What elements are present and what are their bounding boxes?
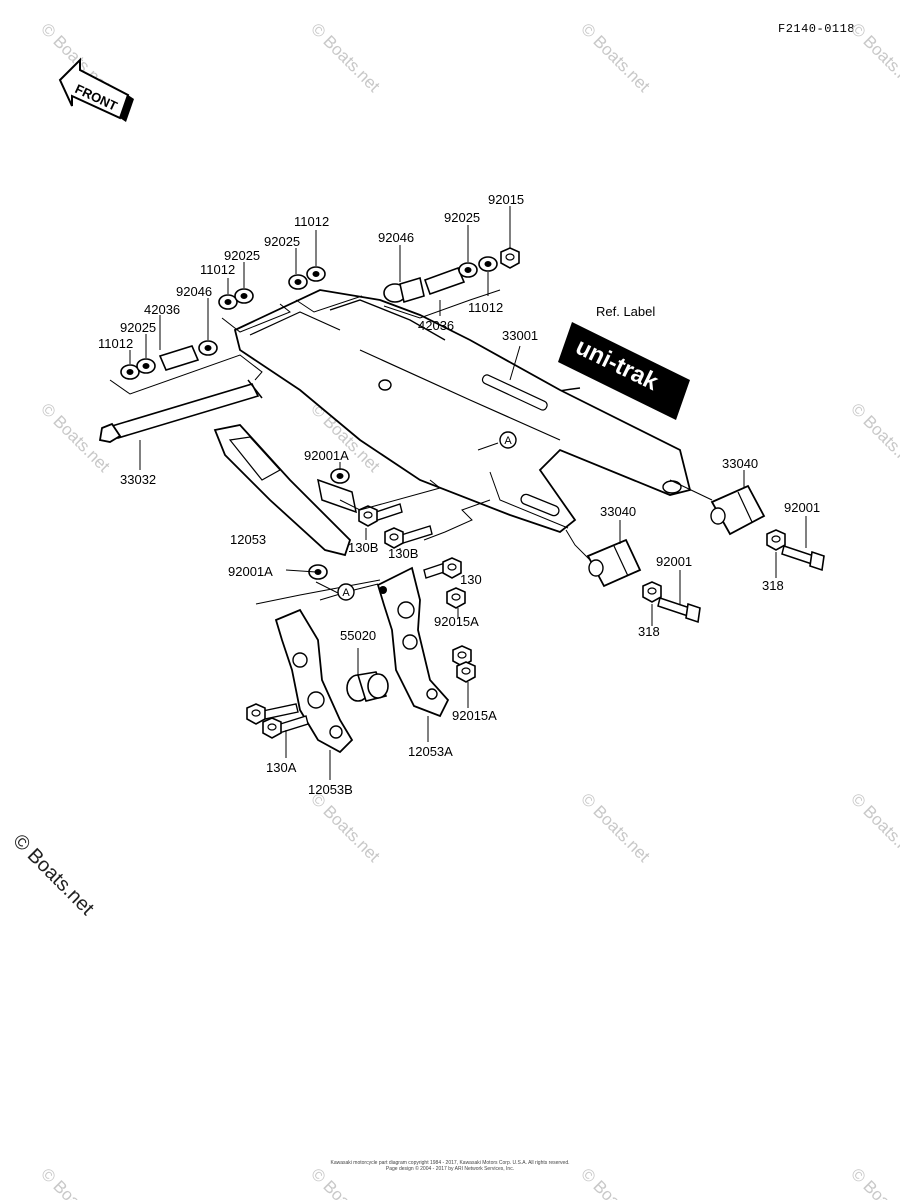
part-label-318: 318 [762, 578, 784, 593]
part-label-92001a: 92001A [228, 564, 273, 579]
callout-a-text: A [504, 435, 512, 447]
part-label-11012: 11012 [294, 214, 329, 229]
part-label-92025: 92025 [444, 210, 480, 225]
part-label-130b: 130B [388, 546, 418, 561]
bracket-bolts [246, 557, 476, 739]
pivot-shaft-33032 [98, 379, 263, 443]
spacer-55020 [346, 671, 389, 702]
part-label-12053: 12053 [230, 532, 266, 547]
part-label-33032: 33032 [120, 472, 156, 487]
watermark: © Boats.net [847, 789, 900, 866]
part-label-92001a: 92001A [304, 448, 349, 463]
part-label-92025: 92025 [120, 320, 156, 335]
part-label-12053b: 12053B [308, 782, 353, 797]
copyright-notice: Kawasaki motorcycle part diagram copyrig… [300, 1160, 600, 1172]
adjuster-bolt-92001-right [766, 529, 825, 572]
watermark: © Boats.net [307, 19, 384, 96]
right-pivot-hardware [383, 247, 520, 304]
part-label-42036: 42036 [418, 318, 454, 333]
diagram-code: F2140-0118 [778, 22, 856, 36]
part-labels: 92015 92025 92046 11012 92025 92025 1101… [98, 192, 820, 797]
watermark: © Boats.net [847, 399, 900, 476]
swingarm-33001 [233, 289, 692, 534]
adjuster-bolt-92001-mid [642, 581, 701, 624]
part-label-33001: 33001 [502, 328, 538, 343]
part-label-92001: 92001 [656, 554, 692, 569]
part-label-11012: 11012 [98, 336, 133, 351]
watermark: © Boats.net [307, 789, 384, 866]
part-label-130b: 130B [348, 540, 378, 555]
copyright-line: Page design © 2004 - 2017 by ARI Network… [385, 1166, 515, 1172]
watermark: © Boats.net [847, 1164, 900, 1200]
part-label-92046: 92046 [176, 284, 212, 299]
part-label-92025: 92025 [264, 234, 300, 249]
part-label-42036: 42036 [144, 302, 180, 317]
watermark: © Boats.net [37, 1164, 114, 1200]
part-label-92015: 92015 [488, 192, 524, 207]
ref-label-caption: Ref. Label [596, 304, 655, 319]
part-label-11012: 11012 [468, 300, 503, 315]
part-label-11012: 11012 [200, 262, 235, 277]
part-label-92015a: 92015A [452, 708, 497, 723]
part-label-318: 318 [638, 624, 660, 639]
copyright-line: Kawasaki motorcycle part diagram copyrig… [330, 1160, 570, 1166]
part-label-92015a: 92015A [434, 614, 479, 629]
part-label-33040: 33040 [722, 456, 758, 471]
bolts-130b [308, 468, 433, 580]
chain-guide-12053 [213, 424, 357, 557]
leader-lines [129, 206, 807, 780]
part-label-92025: 92025 [224, 248, 260, 263]
part-label-12053a: 12053A [408, 744, 453, 759]
part-label-92001: 92001 [784, 500, 820, 515]
callout-a-upper: A [477, 431, 517, 451]
part-label-130: 130 [460, 572, 482, 587]
chain-adjuster-33040-right [710, 484, 766, 536]
part-label-33040: 33040 [600, 504, 636, 519]
bracket-12053a [376, 566, 450, 718]
watermark: © Boats.net [307, 1164, 384, 1200]
callout-a-text: A [342, 587, 350, 599]
part-label-130a: 130A [266, 760, 297, 775]
bracket-12053b [274, 608, 354, 754]
part-label-92046: 92046 [378, 230, 414, 245]
callout-a-lower: A [337, 583, 379, 601]
watermark: © Boats.net [847, 19, 900, 96]
watermark: © Boats.net [577, 1164, 654, 1200]
watermark-layer: © Boats.net © Boats.net © Boats.net © Bo… [37, 19, 900, 1200]
chain-adjuster-33040-mid [586, 538, 642, 588]
watermark: © Boats.net [577, 19, 654, 96]
part-label-55020: 55020 [340, 628, 376, 643]
left-pivot-hardware [120, 266, 326, 380]
watermark: © Boats.net [577, 789, 654, 866]
